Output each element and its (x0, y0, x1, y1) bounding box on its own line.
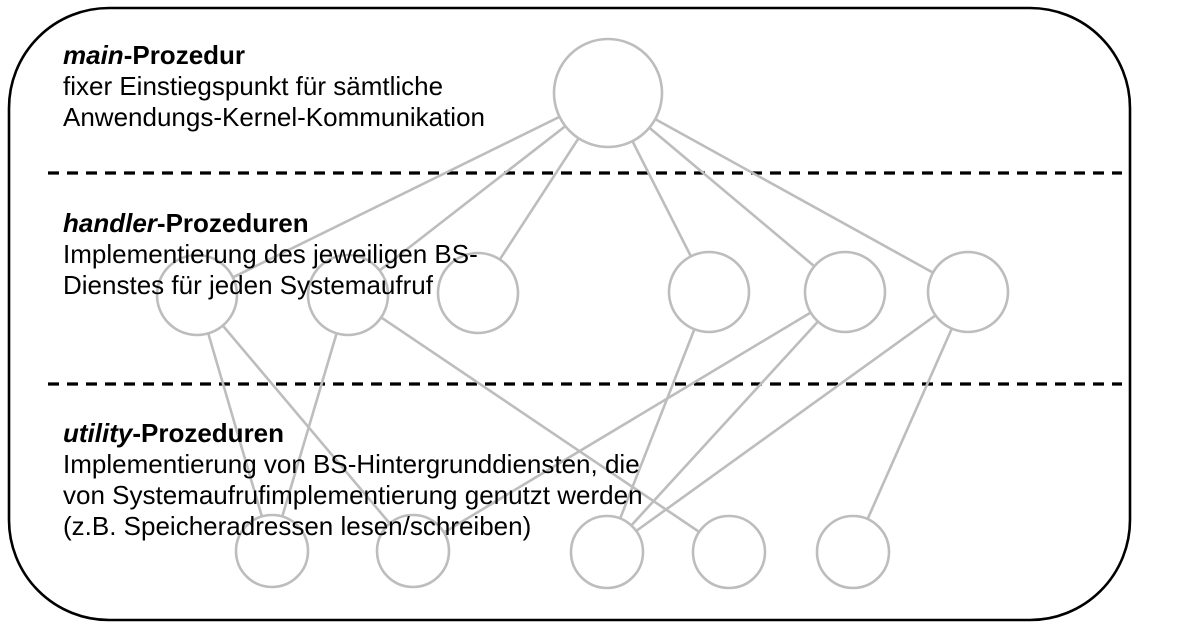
section-title-emphasis: handler (63, 208, 157, 238)
node-utility-3 (569, 514, 645, 590)
section-description-line: fixer Einstiegspunkt für sämtliche (63, 71, 444, 101)
section-title-rest: -Prozeduren (132, 418, 285, 448)
call-edge-handler-5-utility-3 (606, 291, 846, 553)
call-edge-main-handler-1 (196, 91, 609, 297)
section-title: handler-Prozeduren (63, 208, 478, 239)
section-description-line: Anwendungs-Kernel-Kommunikation (63, 102, 486, 132)
call-edge-main-handler-6 (607, 91, 969, 294)
section-title: main-Prozedur (63, 40, 485, 71)
call-edge-handler-4-utility-3 (605, 291, 711, 553)
call-edge-handler-5-utility-2 (412, 290, 846, 553)
section-title-rest: -Prozedur (123, 40, 246, 70)
utility-procedures-label: utility-Prozeduren Implementierung von B… (63, 418, 643, 542)
handler-procedures-label: handler-Prozeduren Implementierung des j… (63, 208, 478, 301)
section-description-line: von Systemaufrufimplementierung genutzt … (63, 480, 643, 510)
node-handler-4 (667, 250, 751, 334)
section-description-line: Implementierung von BS-Hintergrunddienst… (63, 449, 640, 479)
node-handler-3 (436, 251, 520, 335)
node-handler-2 (306, 253, 390, 337)
call-edge-handler-6-utility-3 (606, 290, 969, 554)
section-description-line: Dienstes für jeden Systemaufruf (63, 270, 433, 300)
node-utility-1 (234, 513, 310, 589)
call-edge-handler-2-utility-1 (270, 294, 350, 552)
call-edge-handler-6-utility-5 (851, 291, 970, 553)
call-edge-handler-1-utility-2 (196, 294, 414, 552)
node-handler-5 (803, 250, 887, 334)
node-main (552, 37, 664, 149)
section-title: utility-Prozeduren (63, 418, 643, 449)
node-utility-5 (815, 514, 891, 590)
node-utility-2 (375, 513, 451, 589)
node-utility-4 (691, 514, 767, 590)
kernel-boundary-border (7, 6, 1132, 622)
section-description-line: (z.B. Speicheradressen lesen/schreiben) (63, 511, 532, 541)
section-title-emphasis: utility (63, 418, 133, 448)
main-procedure-label: main-Prozedur fixer Einstiegspunkt für s… (63, 40, 485, 133)
section-title-rest: -Prozeduren (156, 208, 309, 238)
section-description-line: Implementierung des jeweiligen BS- (63, 239, 478, 269)
node-handler-6 (926, 250, 1010, 334)
call-edge-handler-1-utility-1 (195, 294, 274, 552)
section-title-emphasis: main (63, 40, 124, 70)
node-handler-1 (155, 253, 239, 337)
